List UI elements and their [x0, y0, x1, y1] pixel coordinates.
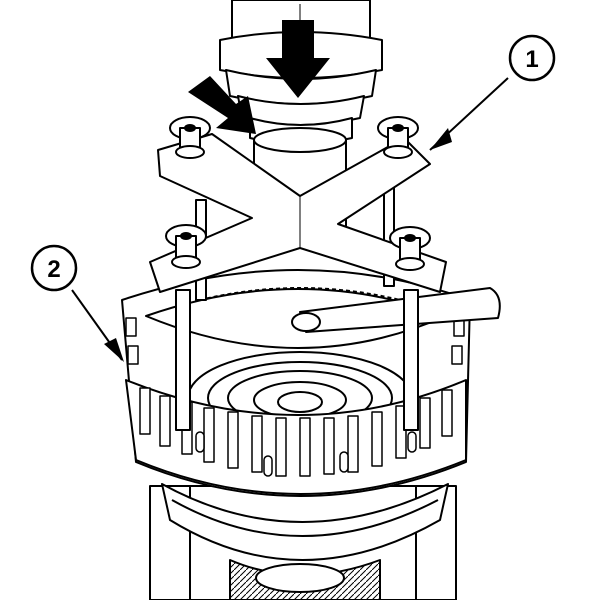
- callout-1-label: 1: [525, 46, 538, 73]
- clutch-drum: [121, 269, 471, 497]
- press-side-arrow-icon: [188, 76, 256, 134]
- press-down-arrow-icon: [266, 20, 330, 98]
- callout-2-label: 2: [47, 256, 60, 283]
- spring-compressor-tool: [149, 116, 447, 293]
- side-lever: [291, 287, 501, 333]
- housing-rim: [161, 483, 449, 561]
- callout-1: 1: [429, 34, 556, 151]
- callout-2: 2: [30, 244, 124, 362]
